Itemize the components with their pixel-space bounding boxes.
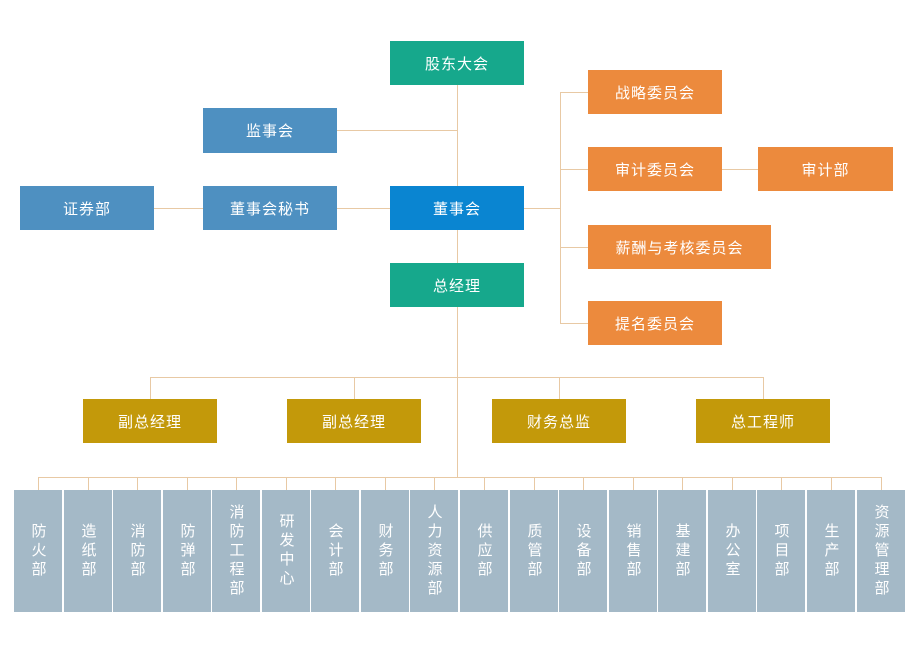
- supervisory-board: 监事会: [203, 108, 337, 153]
- connector-line: [560, 169, 588, 170]
- audit-committee: 审计委员会: [588, 147, 722, 191]
- connector-line: [560, 323, 588, 324]
- connector-line: [137, 477, 138, 490]
- connector-line: [236, 477, 237, 490]
- finance-dept: 财务部: [361, 490, 409, 612]
- connector-line: [781, 477, 782, 490]
- connector-line: [524, 208, 560, 209]
- connector-line: [457, 85, 458, 186]
- quality-control-dept: 质管部: [510, 490, 558, 612]
- nomination-committee: 提名委员会: [588, 301, 722, 345]
- finance-director: 财务总监: [492, 399, 626, 443]
- deputy-general-manager-2: 副总经理: [287, 399, 421, 443]
- production-dept: 生产部: [807, 490, 855, 612]
- securities-dept: 证券部: [20, 186, 154, 230]
- shareholders-meeting: 股东大会: [390, 41, 524, 85]
- connector-line: [38, 477, 39, 490]
- connector-line: [335, 477, 336, 490]
- connector-line: [560, 92, 561, 324]
- accounting-dept: 会计部: [311, 490, 359, 612]
- connector-line: [457, 307, 458, 477]
- supply-dept: 供应部: [460, 490, 508, 612]
- sales-dept: 销售部: [609, 490, 657, 612]
- connector-line: [187, 477, 188, 490]
- infrastructure-dept: 基建部: [658, 490, 706, 612]
- connector-line: [881, 477, 882, 490]
- connector-line: [732, 477, 733, 490]
- papermaking-dept: 造纸部: [64, 490, 112, 612]
- compensation-assessment-committee: 薪酬与考核委员会: [588, 225, 771, 269]
- connector-line: [633, 477, 634, 490]
- connector-line: [682, 477, 683, 490]
- audit-dept: 审计部: [758, 147, 893, 191]
- connector-line: [722, 169, 758, 170]
- connector-line: [583, 477, 584, 490]
- connector-line: [154, 208, 203, 209]
- strategy-committee: 战略委员会: [588, 70, 722, 114]
- connector-line: [150, 377, 151, 399]
- fire-fighting-dept: 消防部: [113, 490, 161, 612]
- connector-line: [385, 477, 386, 490]
- connector-line: [337, 130, 457, 131]
- connector-line: [88, 477, 89, 490]
- equipment-dept: 设备部: [559, 490, 607, 612]
- resource-management-dept: 资源管理部: [857, 490, 905, 612]
- project-dept: 项目部: [757, 490, 805, 612]
- connector-line: [354, 377, 355, 399]
- board-of-directors: 董事会: [390, 186, 524, 230]
- connector-line: [434, 477, 435, 490]
- hr-dept: 人力资源部: [410, 490, 458, 612]
- connector-line: [484, 477, 485, 490]
- connector-line: [831, 477, 832, 490]
- deputy-general-manager-1: 副总经理: [83, 399, 217, 443]
- chief-engineer: 总工程师: [696, 399, 830, 443]
- connector-line: [38, 477, 881, 478]
- fire-protection-dept: 防火部: [14, 490, 62, 612]
- office: 办公室: [708, 490, 756, 612]
- bulletproof-dept: 防弹部: [163, 490, 211, 612]
- board-secretary: 董事会秘书: [203, 186, 337, 230]
- connector-line: [559, 377, 560, 399]
- connector-line: [763, 377, 764, 399]
- rd-center: 研发中心: [262, 490, 310, 612]
- connector-line: [560, 92, 588, 93]
- fire-engineering-dept: 消防工程部: [212, 490, 260, 612]
- general-manager: 总经理: [390, 263, 524, 307]
- connector-line: [286, 477, 287, 490]
- connector-line: [150, 377, 763, 378]
- connector-line: [560, 247, 588, 248]
- connector-line: [534, 477, 535, 490]
- connector-line: [337, 208, 390, 209]
- connector-line: [457, 230, 458, 263]
